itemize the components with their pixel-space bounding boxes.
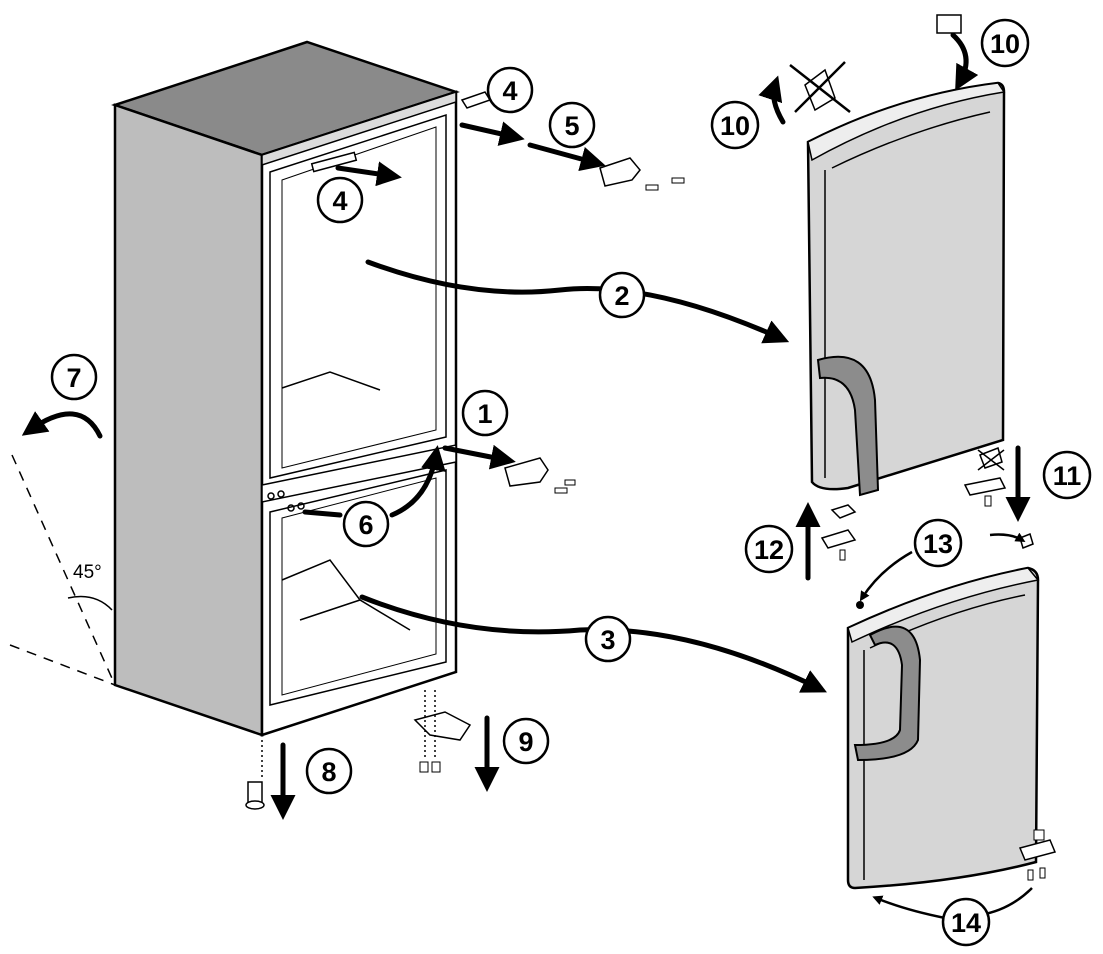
step-callout-13: 13	[913, 518, 963, 568]
arrows	[21, 32, 1033, 920]
step-callout-6: 6	[342, 500, 390, 548]
step-callout-12: 12	[744, 524, 794, 574]
step-label: 3	[600, 625, 615, 655]
top-cap	[460, 91, 492, 109]
step-callout-10-right: 10	[980, 18, 1030, 68]
step-callout-14: 14	[941, 897, 991, 947]
bottom-hinge	[413, 690, 472, 773]
step-callout-4-inner: 4	[316, 176, 364, 224]
tilt-guide	[9, 454, 116, 686]
step-label: 14	[951, 908, 981, 938]
step-callout-4-top: 4	[486, 66, 534, 114]
angle-label: 45°	[73, 562, 102, 583]
step-label: 4	[332, 186, 347, 216]
step-callout-2: 2	[598, 271, 646, 319]
step-label: 13	[923, 529, 953, 559]
step-callout-10-left: 10	[710, 100, 760, 150]
step-callout-8: 8	[305, 747, 353, 795]
step-callout-1: 1	[461, 389, 509, 437]
step-label: 11	[1053, 461, 1082, 491]
adjustable-foot	[245, 781, 265, 810]
step-label: 2	[614, 281, 629, 311]
step-label: 1	[477, 399, 492, 429]
upper-door	[789, 14, 1006, 497]
step-label: 8	[321, 757, 336, 787]
step-label: 5	[564, 111, 579, 141]
step-label: 10	[720, 111, 750, 141]
step-label: 6	[358, 510, 373, 540]
step-callout-11: 11	[1042, 450, 1092, 500]
middle-hinge	[504, 457, 576, 494]
step-callout-9: 9	[502, 717, 550, 765]
step-label: 4	[502, 76, 517, 106]
step-label: 10	[990, 29, 1020, 59]
fridge-cabinet	[111, 40, 460, 780]
step-label: 12	[754, 535, 784, 565]
step-callout-7: 7	[50, 353, 98, 401]
step-callout-3: 3	[584, 615, 632, 663]
top-hinge	[599, 157, 685, 191]
lower-door	[846, 566, 1057, 890]
step-label: 7	[66, 363, 81, 393]
step-label: 9	[518, 727, 533, 757]
step-callout-5: 5	[548, 101, 596, 149]
